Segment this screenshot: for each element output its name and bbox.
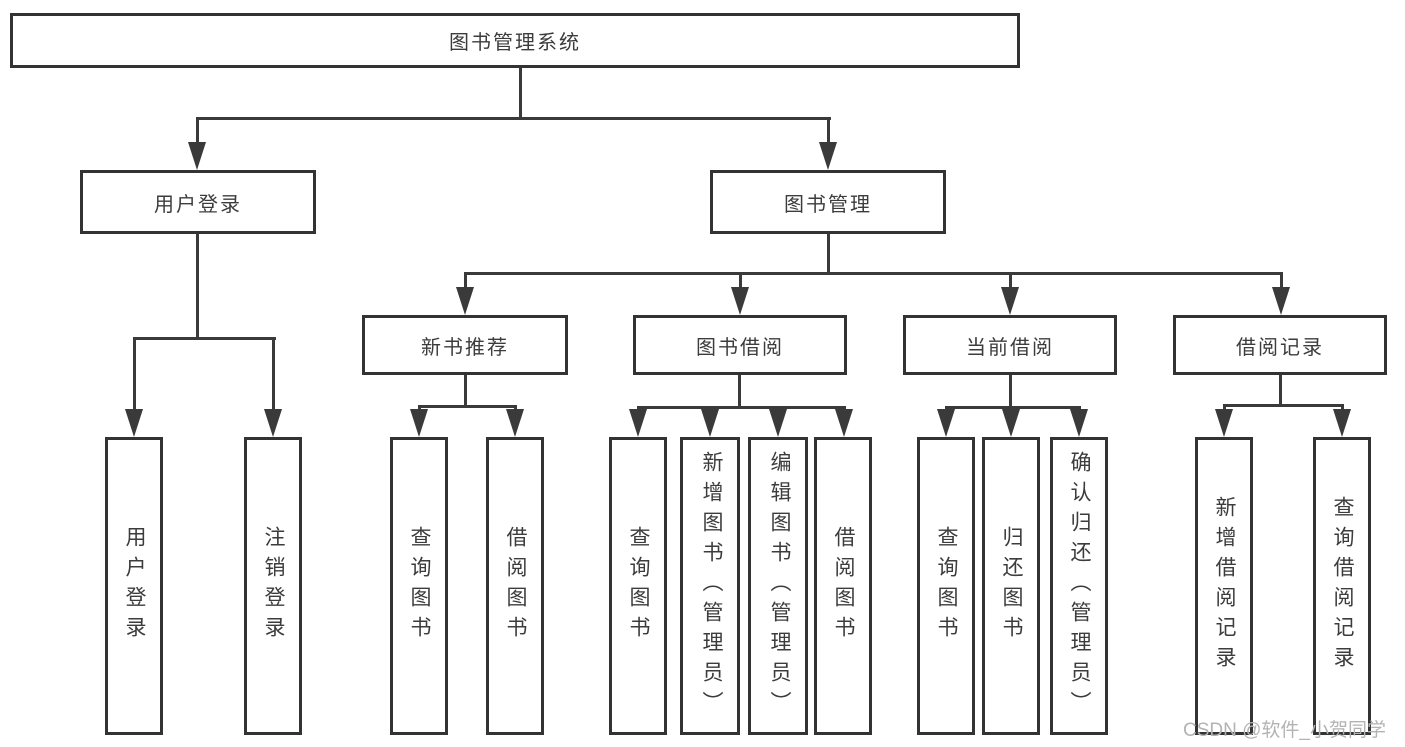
node-leaf-query-book-3: 查询图书: [917, 437, 975, 735]
connector-user-login-hbar: [133, 337, 276, 340]
arrowhead-return-book: [1002, 409, 1020, 437]
node-book-mgmt: 图书管理: [710, 170, 946, 234]
arrowhead-book-borrow: [731, 287, 749, 315]
node-leaf-return-book: 归还图书: [982, 437, 1040, 735]
node-borrow-records: 借阅记录: [1173, 315, 1387, 375]
arrowhead-leaf-user-login: [125, 409, 143, 437]
node-user-login-label: 用户登录: [154, 193, 242, 216]
node-leaf-add-borrow-record-label: 新增借阅记录: [1213, 496, 1236, 676]
arrowhead-book-mgmt: [819, 142, 837, 170]
arrowhead-query-borrow-record: [1333, 409, 1351, 437]
node-leaf-edit-book: 编辑图书（管理员）: [748, 437, 808, 735]
node-leaf-borrow-book-1-label: 借阅图书: [504, 526, 527, 646]
node-current-borrow: 当前借阅: [903, 315, 1117, 375]
node-root-label: 图书管理系统: [449, 32, 581, 54]
connector-drop-book-borrow: [739, 272, 742, 290]
csdn-watermark: CSDN @软件_小贺同学: [1183, 720, 1386, 741]
arrowhead-user-login: [188, 142, 206, 170]
node-leaf-borrow-book-1: 借阅图书: [486, 437, 544, 735]
arrowhead-query-book-2: [629, 409, 647, 437]
node-leaf-logout: 注销登录: [244, 437, 302, 735]
node-leaf-borrow-book-2-label: 借阅图书: [832, 526, 855, 646]
node-leaf-logout-label: 注销登录: [262, 526, 285, 646]
node-current-borrow-label: 当前借阅: [966, 336, 1054, 359]
node-leaf-query-borrow-record: 查询借阅记录: [1313, 437, 1371, 735]
connector-drop-user-login: [196, 117, 199, 145]
connector-drop-borrow-records: [1280, 272, 1283, 290]
node-book-borrow-label: 图书借阅: [696, 336, 784, 359]
connector-drop-book-mgmt: [827, 117, 830, 145]
arrowhead-leaf-logout: [264, 409, 282, 437]
node-new-book-rec-label: 新书推荐: [421, 336, 509, 359]
connector-new-book-rec-hbar: [418, 405, 517, 408]
node-new-book-rec: 新书推荐: [362, 315, 568, 375]
node-user-login: 用户登录: [80, 170, 316, 234]
arrowhead-borrow-records: [1272, 287, 1290, 315]
node-leaf-add-book-label: 新增图书（管理员）: [700, 451, 723, 721]
node-leaf-confirm-return: 确认归还（管理员）: [1050, 437, 1108, 735]
arrowhead-new-book-rec: [456, 287, 474, 315]
arrowhead-borrow-book-2: [835, 409, 853, 437]
arrowhead-query-book-1: [410, 409, 428, 437]
connector-book-mgmt-hbar: [464, 272, 1283, 275]
node-leaf-add-borrow-record: 新增借阅记录: [1195, 437, 1253, 735]
connector-book-borrow-hbar: [637, 406, 846, 409]
node-leaf-add-book: 新增图书（管理员）: [680, 437, 740, 735]
connector-drop-leaf-user-login: [133, 337, 136, 411]
node-leaf-return-book-label: 归还图书: [1000, 526, 1023, 646]
arrowhead-current-borrow: [1001, 287, 1019, 315]
arrowhead-borrow-book-1: [506, 409, 524, 437]
connector-drop-current-borrow: [1009, 272, 1012, 290]
node-leaf-borrow-book-2: 借阅图书: [814, 437, 872, 735]
connector-current-borrow-hbar: [945, 406, 1081, 409]
node-leaf-user-login-label: 用户登录: [123, 526, 146, 646]
node-book-borrow: 图书借阅: [633, 315, 847, 375]
connector-borrow-records-stem: [1279, 375, 1282, 406]
node-leaf-query-book-2-label: 查询图书: [627, 526, 650, 646]
connector-root-hbar: [196, 117, 831, 120]
connector-book-borrow-stem: [738, 375, 741, 408]
connector-drop-leaf-logout: [272, 337, 275, 411]
connector-root-stem: [519, 68, 522, 119]
arrowhead-confirm-return: [1070, 409, 1088, 437]
node-leaf-user-login: 用户登录: [105, 437, 163, 735]
node-root: 图书管理系统: [10, 13, 1020, 68]
connector-drop-new-book-rec: [464, 272, 467, 290]
node-leaf-query-borrow-record-label: 查询借阅记录: [1331, 496, 1354, 676]
arrowhead-add-borrow-record: [1215, 409, 1233, 437]
node-leaf-confirm-return-label: 确认归还（管理员）: [1068, 451, 1091, 721]
node-leaf-query-book-1-label: 查询图书: [408, 526, 431, 646]
connector-borrow-records-hbar: [1223, 404, 1344, 407]
arrowhead-edit-book: [769, 409, 787, 437]
arrowhead-query-book-3: [937, 409, 955, 437]
node-book-mgmt-label: 图书管理: [784, 193, 872, 216]
connector-drop-query-borrow-record: [1341, 404, 1344, 412]
node-leaf-query-book-1: 查询图书: [390, 437, 448, 735]
connector-new-book-rec-stem: [464, 375, 467, 408]
connector-book-mgmt-stem: [827, 234, 830, 275]
connector-current-borrow-stem: [1009, 375, 1012, 408]
node-leaf-edit-book-label: 编辑图书（管理员）: [768, 451, 791, 721]
node-borrow-records-label: 借阅记录: [1236, 336, 1324, 359]
node-leaf-query-book-3-label: 查询图书: [935, 526, 958, 646]
connector-drop-add-borrow-record: [1223, 404, 1226, 412]
arrowhead-add-book: [701, 409, 719, 437]
node-leaf-query-book-2: 查询图书: [609, 437, 667, 735]
connector-user-login-stem: [196, 234, 199, 340]
